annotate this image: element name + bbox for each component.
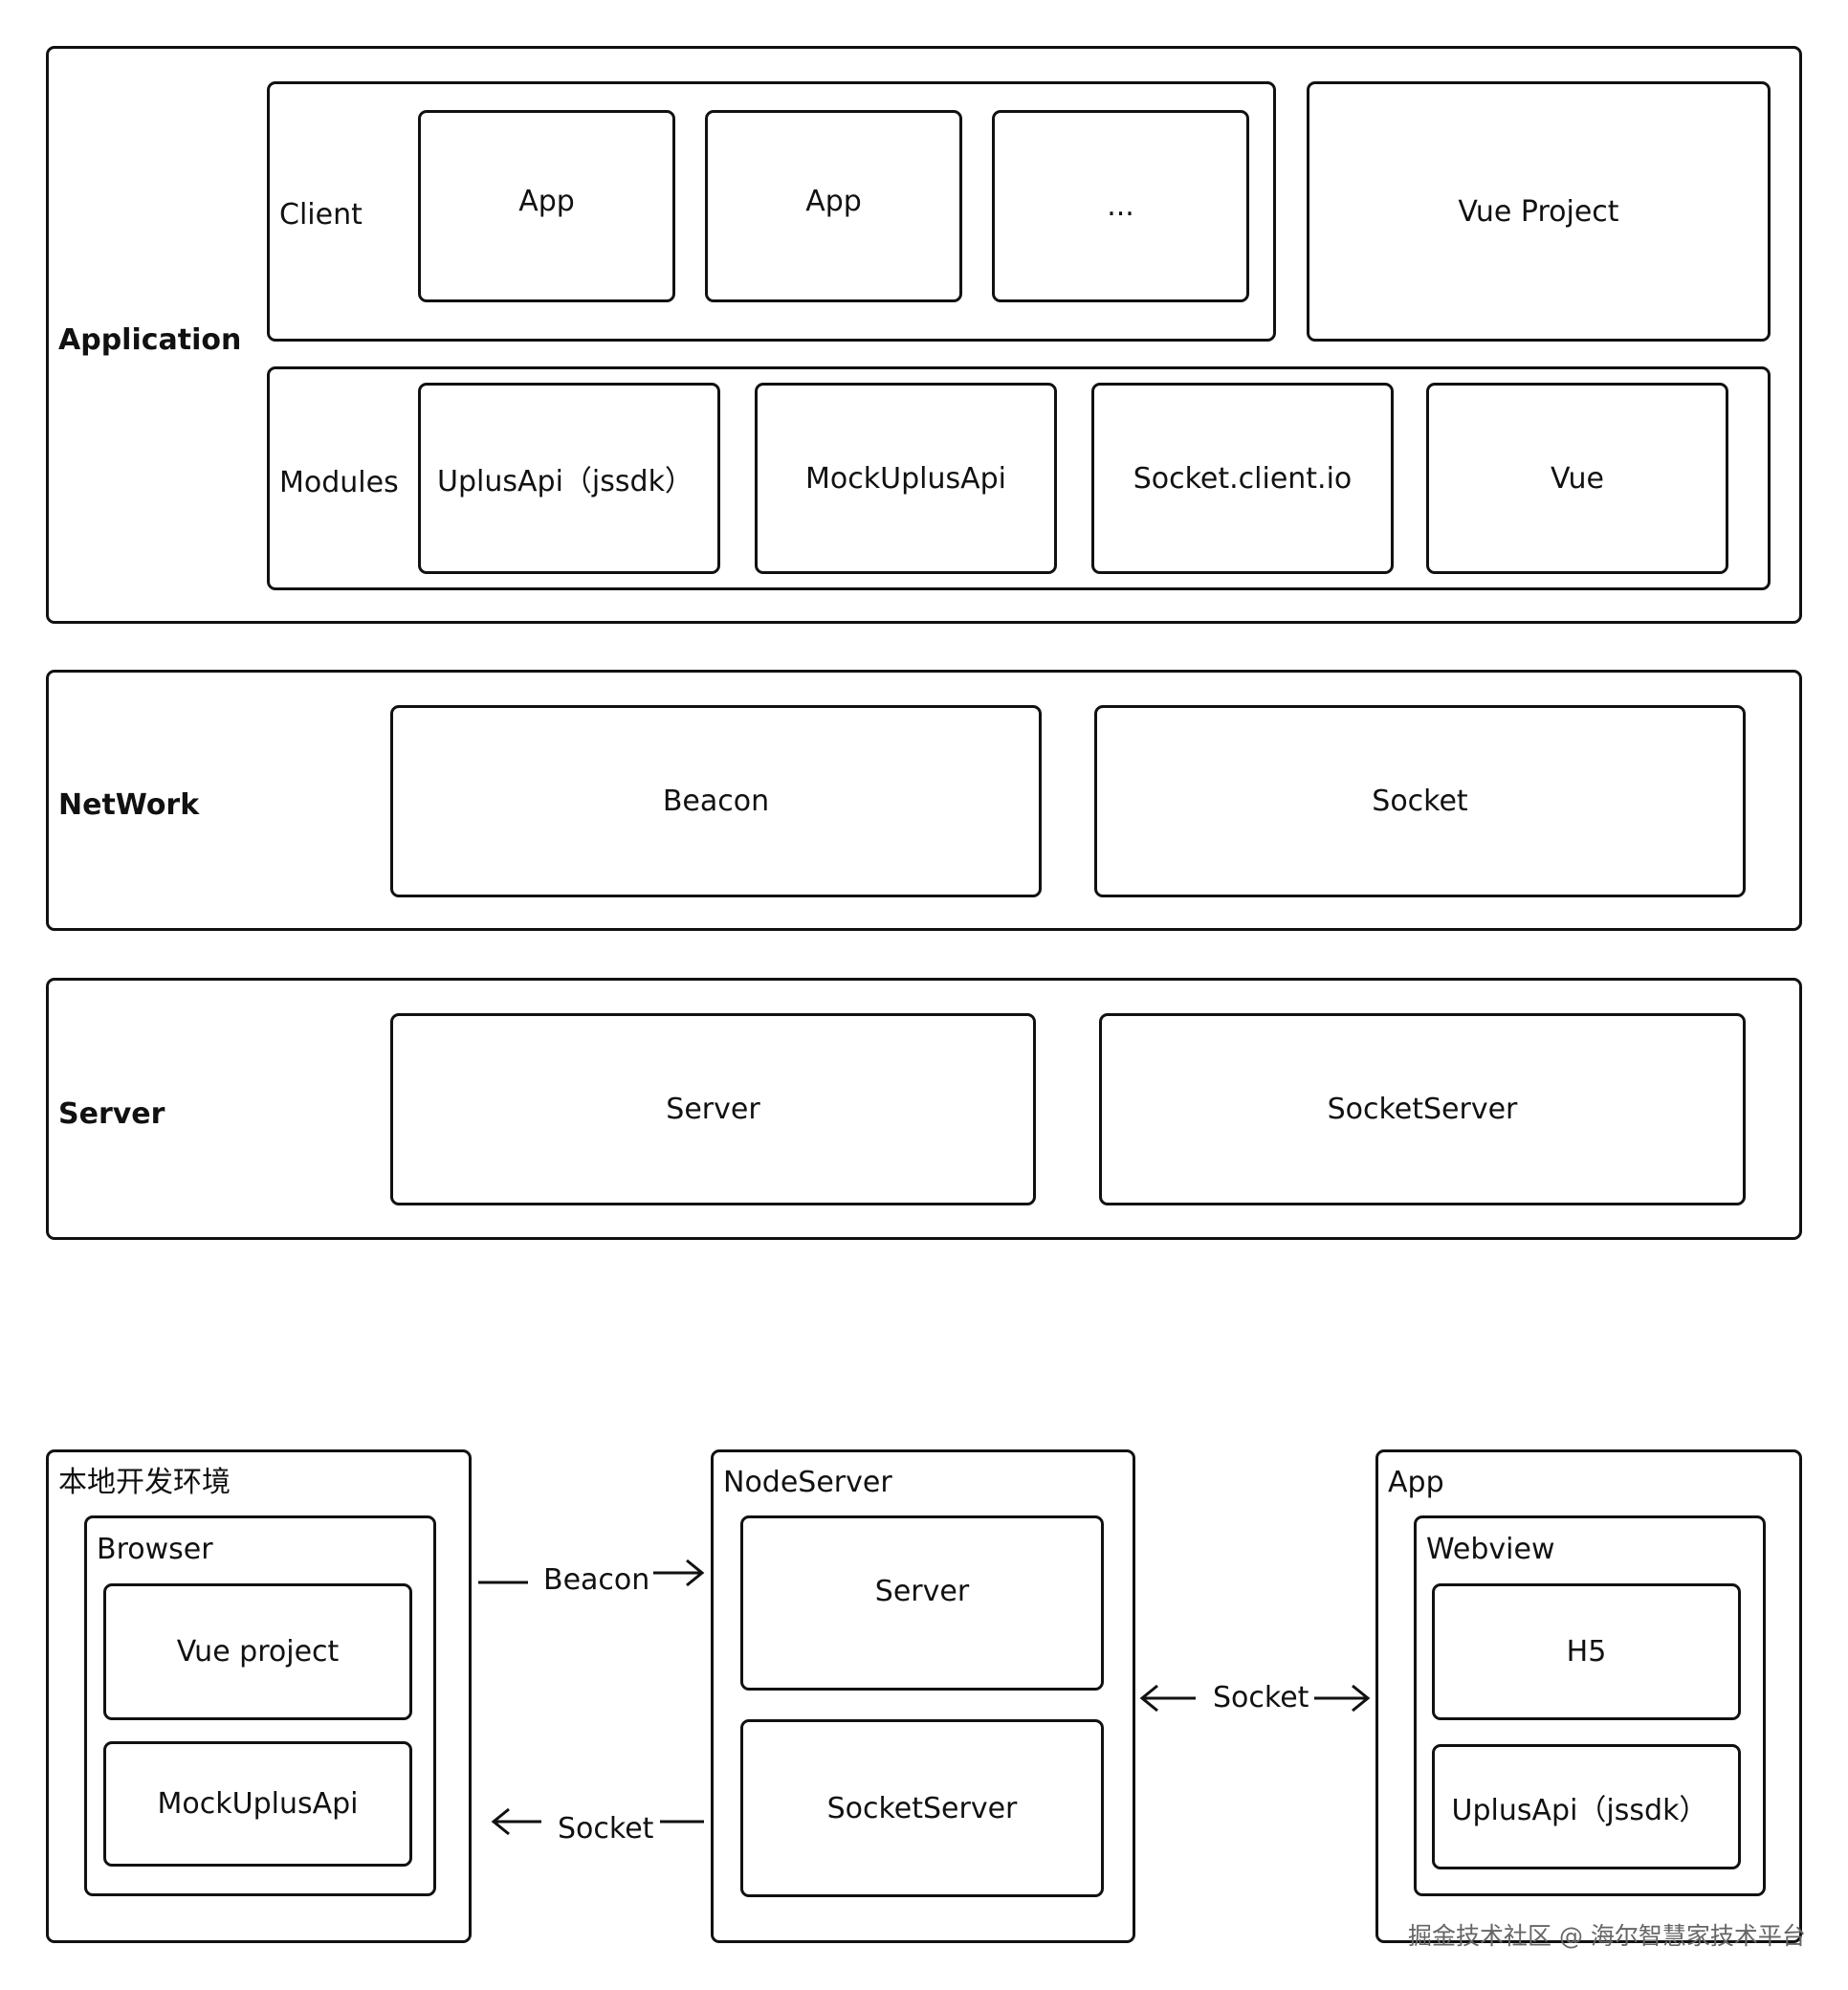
socket-back-arrow-label: Socket — [558, 1812, 654, 1846]
server-socketserver-label: SocketServer — [1327, 1093, 1518, 1126]
server-socketserver: SocketServer — [1099, 1013, 1746, 1205]
client-more-label: ... — [1107, 189, 1134, 223]
client-app-1: App — [418, 110, 675, 302]
client-more: ... — [992, 110, 1249, 302]
nodeserver-label: NodeServer — [723, 1466, 892, 1499]
client-app-1-label: App — [518, 185, 575, 218]
webview-uplusapi: UplusApi（jssdk） — [1432, 1744, 1741, 1869]
client-app-2: App — [705, 110, 962, 302]
vue-project-label: Vue Project — [1458, 194, 1619, 229]
network-socket-label: Socket — [1372, 785, 1468, 818]
modules-label: Modules — [279, 466, 399, 499]
local-env-label: 本地开发环境 — [58, 1466, 231, 1499]
nodeserver-socketserver-label: SocketServer — [826, 1791, 1018, 1825]
network-beacon: Beacon — [390, 705, 1042, 897]
nodeserver-socketserver: SocketServer — [740, 1719, 1104, 1897]
module-socket-client: Socket.client.io — [1091, 383, 1394, 574]
server-server: Server — [390, 1013, 1036, 1205]
webview-label: Webview — [1426, 1533, 1555, 1566]
browser-vue-project: Vue project — [103, 1583, 412, 1720]
browser-mockuplusapi: MockUplusApi — [103, 1741, 412, 1867]
server-layer-label: Server — [58, 1097, 165, 1131]
vue-project-box: Vue Project — [1307, 81, 1771, 342]
client-app-2-label: App — [805, 185, 862, 218]
module-vue: Vue — [1426, 383, 1728, 574]
module-mockuplusapi: MockUplusApi — [755, 383, 1057, 574]
beacon-arrow-label: Beacon — [543, 1563, 650, 1597]
server-server-label: Server — [666, 1093, 760, 1126]
module-socket-client-label: Socket.client.io — [1133, 461, 1353, 496]
browser-label: Browser — [97, 1533, 213, 1566]
beacon-arrow-icon — [478, 1559, 705, 1587]
socket-back-arrow-icon — [491, 1807, 704, 1836]
socket-bidirectional-arrow-icon — [1139, 1684, 1371, 1713]
browser-mockuplusapi-label: MockUplusApi — [157, 1787, 359, 1821]
client-label: Client — [279, 198, 363, 232]
network-beacon-label: Beacon — [662, 785, 770, 818]
webview-uplusapi-label: UplusApi（jssdk） — [1451, 1793, 1708, 1827]
app-label: App — [1388, 1466, 1444, 1499]
module-vue-label: Vue — [1551, 461, 1604, 496]
webview-h5-label: H5 — [1566, 1635, 1607, 1669]
module-uplusapi: UplusApi（jssdk） — [418, 383, 720, 574]
module-uplusapi-label: UplusApi（jssdk） — [437, 465, 693, 498]
module-mockuplusapi-label: MockUplusApi — [805, 461, 1006, 496]
browser-vue-project-label: Vue project — [176, 1635, 340, 1669]
webview-h5: H5 — [1432, 1583, 1741, 1720]
nodeserver-server: Server — [740, 1515, 1104, 1691]
network-socket: Socket — [1094, 705, 1746, 897]
socket-bidirectional-arrow-label: Socket — [1213, 1681, 1309, 1714]
watermark: 掘金技术社区 @ 海尔智慧家技术平台 — [1408, 1922, 1806, 1950]
network-layer-label: NetWork — [58, 788, 200, 822]
application-layer-label: Application — [58, 323, 242, 357]
nodeserver-server-label: Server — [874, 1575, 970, 1608]
